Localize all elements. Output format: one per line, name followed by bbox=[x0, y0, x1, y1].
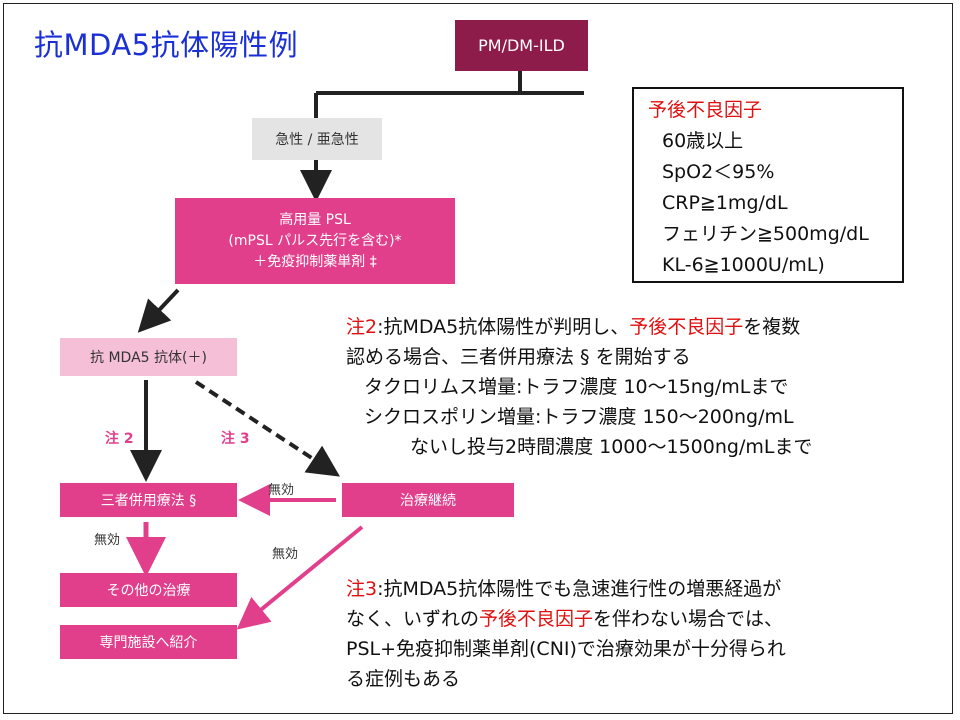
continue-treatment-node: 治療継続 bbox=[342, 483, 514, 517]
psl-line-3: ＋免疫抑制薬単剤 ‡ bbox=[253, 253, 377, 270]
slide-title: 抗MDA5抗体陽性例 bbox=[34, 28, 299, 62]
note2-line-3: タクロリムス増量:トラフ濃度 10～15ng/mLまで bbox=[364, 376, 789, 398]
psl-line-2: (mPSL パルス先行を含む)* bbox=[228, 232, 402, 249]
edge-label-note3: 注 3 bbox=[221, 431, 250, 447]
factor-item: CRP≧1mg/dL bbox=[662, 192, 788, 214]
poor-prognosis-factors-box: 予後不良因子 60歳以上 SpO2＜95% CRP≧1mg/dL フェリチン≧5… bbox=[632, 87, 904, 283]
edge-label-ineffective-2: 無効 bbox=[94, 533, 121, 548]
factor-item: 60歳以上 bbox=[662, 130, 744, 152]
psl-line-1: 高用量 PSL bbox=[279, 211, 351, 228]
edge-label-ineffective-3: 無効 bbox=[272, 547, 299, 562]
anti-mda5-positive-node: 抗 MDA5 抗体(＋) bbox=[60, 338, 237, 376]
note2-text-1: :抗MDA5抗体陽性が判明し、 bbox=[377, 316, 630, 338]
arrow-psl-to-anti bbox=[137, 288, 180, 333]
note2-label: 注2 bbox=[346, 316, 378, 338]
note3-text-1: :抗MDA5抗体陽性でも急速進行性の増悪経過が bbox=[377, 578, 782, 600]
edge-label-ineffective-1: 無効 bbox=[268, 483, 295, 498]
note2-text-2: を複数 bbox=[743, 316, 801, 338]
note2-line-4: シクロスポリン増量:トラフ濃度 150～200ng/mL bbox=[364, 406, 794, 428]
note3-poor-prognosis: 予後不良因子 bbox=[479, 608, 594, 630]
refer-specialist-node: 専門施設へ紹介 bbox=[60, 625, 237, 659]
note3-line-2b: を伴わない場合では、 bbox=[593, 608, 784, 630]
edge-label-note2: 注 2 bbox=[105, 431, 134, 447]
note2-poor-prognosis: 予後不良因子 bbox=[629, 316, 744, 338]
note2-text: 注2:抗MDA5抗体陽性が判明し、予後不良因子を複数 認める場合、三者併用療法 … bbox=[346, 312, 936, 462]
note3-text: 注3:抗MDA5抗体陽性でも急速進行性の増悪経過が なく、いずれの予後不良因子を… bbox=[346, 574, 936, 694]
factor-item: フェリチン≧500mg/dL bbox=[662, 223, 869, 245]
arrow-anti-to-continue bbox=[194, 380, 341, 477]
factors-heading: 予後不良因子 bbox=[648, 99, 763, 121]
slide-frame bbox=[3, 3, 953, 714]
acute-subacute-node: 急性 / 亜急性 bbox=[252, 118, 382, 160]
note2-line-5: ないし投与2時間濃度 1000～1500ng/mLまで bbox=[410, 436, 813, 458]
note3-line-2a: なく、いずれの bbox=[346, 608, 480, 630]
other-treatment-node: その他の治療 bbox=[60, 573, 237, 607]
note3-label: 注3 bbox=[346, 578, 378, 600]
high-dose-psl-node: 高用量 PSL (mPSL パルス先行を含む)* ＋免疫抑制薬単剤 ‡ bbox=[175, 198, 455, 284]
pm-dm-ild-node: PM/DM-ILD bbox=[455, 20, 588, 71]
note2-line-2: 認める場合、三者併用療法 § を開始する bbox=[346, 346, 691, 368]
factor-item: KL-6≧1000U/mL) bbox=[662, 254, 825, 276]
note3-line-3: PSL+免疫抑制薬単剤(CNI)で治療効果が十分得られ bbox=[346, 638, 786, 660]
factor-item: SpO2＜95% bbox=[662, 161, 775, 183]
triple-therapy-node: 三者併用療法 § bbox=[60, 483, 237, 517]
note3-line-4: る症例もある bbox=[346, 668, 461, 690]
arrow-continue-to-refer bbox=[236, 525, 364, 630]
